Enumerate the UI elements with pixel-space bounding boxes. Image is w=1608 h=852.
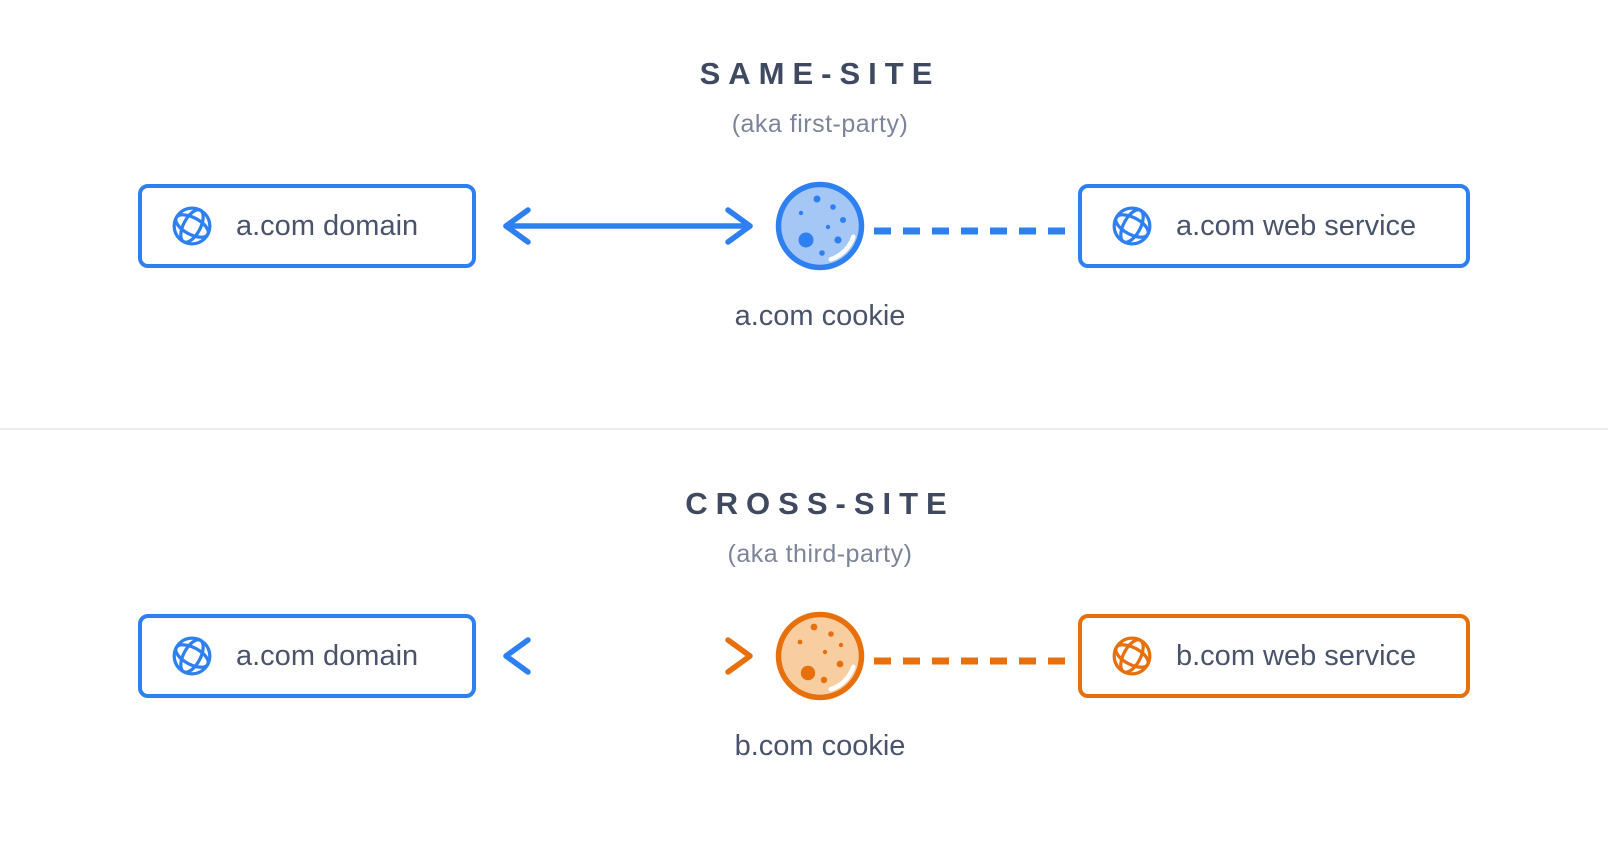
web-service-box: a.com web service bbox=[1078, 184, 1470, 268]
dashed-connector bbox=[872, 222, 1068, 235]
domain-box: a.com domain bbox=[138, 184, 476, 268]
globe-icon bbox=[1109, 633, 1155, 679]
section-title: CROSS-SITE bbox=[685, 486, 955, 521]
section-title: SAME-SITE bbox=[699, 56, 941, 91]
web-service-box: b.com web service bbox=[1078, 614, 1470, 698]
section-subtitle: (aka first-party) bbox=[731, 110, 909, 138]
domain-box-label: a.com domain bbox=[236, 209, 419, 242]
cookie-icon bbox=[775, 181, 865, 271]
cookie-label: b.com cookie bbox=[734, 730, 906, 762]
globe-icon bbox=[169, 633, 215, 679]
cookie-label: a.com cookie bbox=[734, 300, 906, 332]
domain-box-label: a.com domain bbox=[236, 639, 419, 672]
bidirectional-arrow-gradient-icon bbox=[497, 632, 759, 680]
web-service-box-label: a.com web service bbox=[1176, 209, 1417, 242]
section-cross-site: CROSS-SITE (aka third-party) a.com domai… bbox=[0, 430, 1608, 852]
section-subtitle: (aka third-party) bbox=[727, 540, 913, 568]
domain-box: a.com domain bbox=[138, 614, 476, 698]
bidirectional-arrow-icon bbox=[497, 202, 759, 250]
globe-icon bbox=[169, 203, 215, 249]
globe-icon bbox=[1109, 203, 1155, 249]
dashed-connector bbox=[872, 652, 1068, 665]
cookie-icon bbox=[775, 611, 865, 701]
section-same-site: SAME-SITE (aka first-party) a.com domain bbox=[138, 56, 1470, 332]
section-divider bbox=[0, 428, 1608, 430]
web-service-box-label: b.com web service bbox=[1176, 639, 1417, 672]
